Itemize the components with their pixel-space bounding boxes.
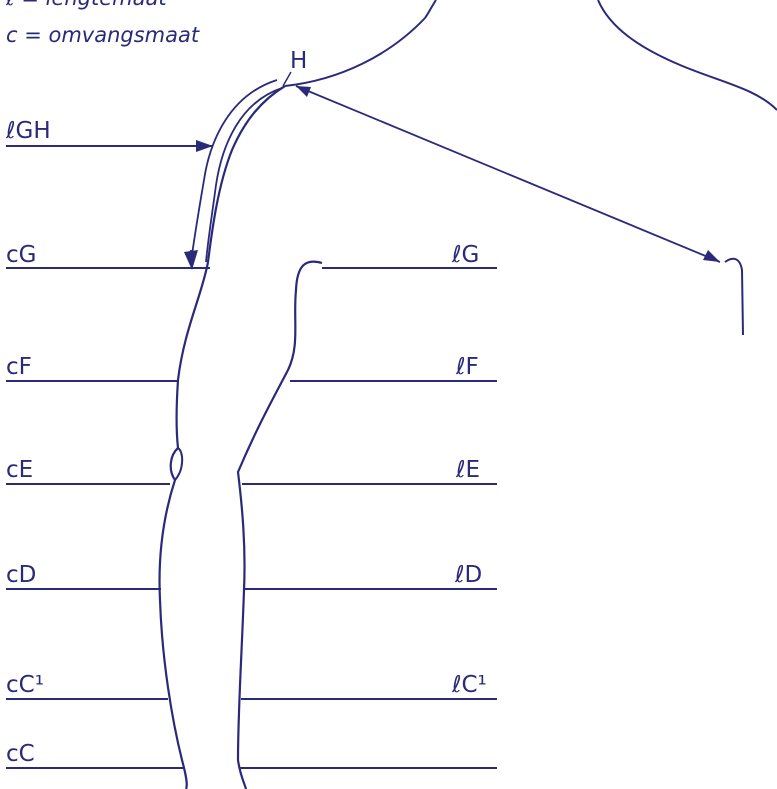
shoulder-guide-inner xyxy=(205,87,283,263)
label-cC: cC xyxy=(6,741,35,767)
neck-left-outline xyxy=(424,0,437,19)
legend-length: ℓ = lengtemaat xyxy=(5,0,167,10)
label-lE: ℓE xyxy=(455,457,480,483)
label-cG: cG xyxy=(6,242,36,268)
label-lG: ℓG xyxy=(451,242,479,268)
label-cE: cE xyxy=(6,457,33,483)
elbow-bulge xyxy=(174,447,184,481)
h-marker-tick xyxy=(282,71,292,87)
label-H: H xyxy=(290,48,307,74)
label-lC1: ℓC¹ xyxy=(451,672,487,698)
arm-outer-outline xyxy=(158,85,286,789)
label-lGH: ℓGH xyxy=(5,118,51,144)
lGH-arrowhead xyxy=(196,140,213,152)
shoulder-guide-outer xyxy=(190,79,278,263)
shoulder-width-arrow-end xyxy=(703,250,720,262)
torso-right-outline xyxy=(724,257,744,336)
shoulder-top-outline xyxy=(284,17,426,87)
legend-circumference: c = omvangsmaat xyxy=(6,23,200,47)
label-lF: ℓF xyxy=(455,354,479,380)
shoulder-guide-arrowhead xyxy=(184,250,198,270)
label-lD: ℓD xyxy=(454,562,482,588)
shoulder-width-arrow-start xyxy=(296,86,311,97)
neck-right-shoulder-outline xyxy=(597,0,777,111)
shoulder-width-line xyxy=(295,85,721,263)
label-cD: cD xyxy=(6,562,36,588)
arm-inner-outline xyxy=(236,260,323,789)
label-cC1: cC¹ xyxy=(6,672,44,698)
label-cF: cF xyxy=(6,354,32,380)
